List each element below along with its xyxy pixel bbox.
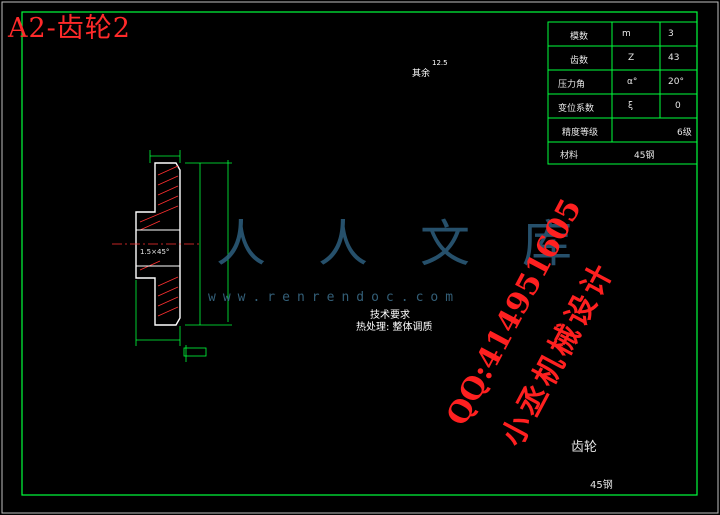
section-view (112, 150, 232, 362)
param-name-module: 模数 (570, 32, 589, 42)
drawing-frame (21, 11, 698, 496)
param-symbol-module: m (622, 29, 631, 39)
parameter-table (547, 21, 698, 165)
param-name-shift: 变位系数 (558, 104, 595, 114)
param-value-accuracy: 6级 (677, 128, 692, 138)
chamfer-label: 1.5×45° (140, 248, 170, 256)
tech-notes-heading: 技术要求 (370, 310, 410, 321)
title-block-material: 45钢 (590, 480, 613, 491)
param-value-teeth: 43 (668, 53, 680, 63)
param-name-pressure-angle: 压力角 (558, 80, 586, 90)
param-symbol-shift: ξ (628, 101, 634, 111)
param-value-shift: 0 (675, 101, 681, 111)
surface-roughness-value: 12.5 (432, 59, 448, 67)
param-symbol-pressure-angle: α° (627, 77, 638, 87)
param-value-pressure-angle: 20° (668, 77, 684, 87)
param-value-module: 3 (668, 29, 674, 39)
watermark-brand: 人人文库 (216, 215, 624, 273)
tech-notes-heat-treatment: 热处理: 整体调质 (356, 322, 433, 333)
surface-note: 其余 (412, 69, 431, 79)
param-name-teeth: 齿数 (570, 56, 589, 66)
sheet-title: A2-齿轮2 (8, 13, 131, 44)
param-symbol-teeth: Z (628, 53, 635, 63)
param-name-accuracy: 精度等级 (562, 128, 599, 138)
param-value-material: 45钢 (634, 151, 655, 161)
param-name-material: 材料 (560, 151, 579, 161)
title-block-part-name: 齿轮 (571, 440, 598, 455)
watermark-site: www.renrendoc.com (208, 290, 461, 305)
